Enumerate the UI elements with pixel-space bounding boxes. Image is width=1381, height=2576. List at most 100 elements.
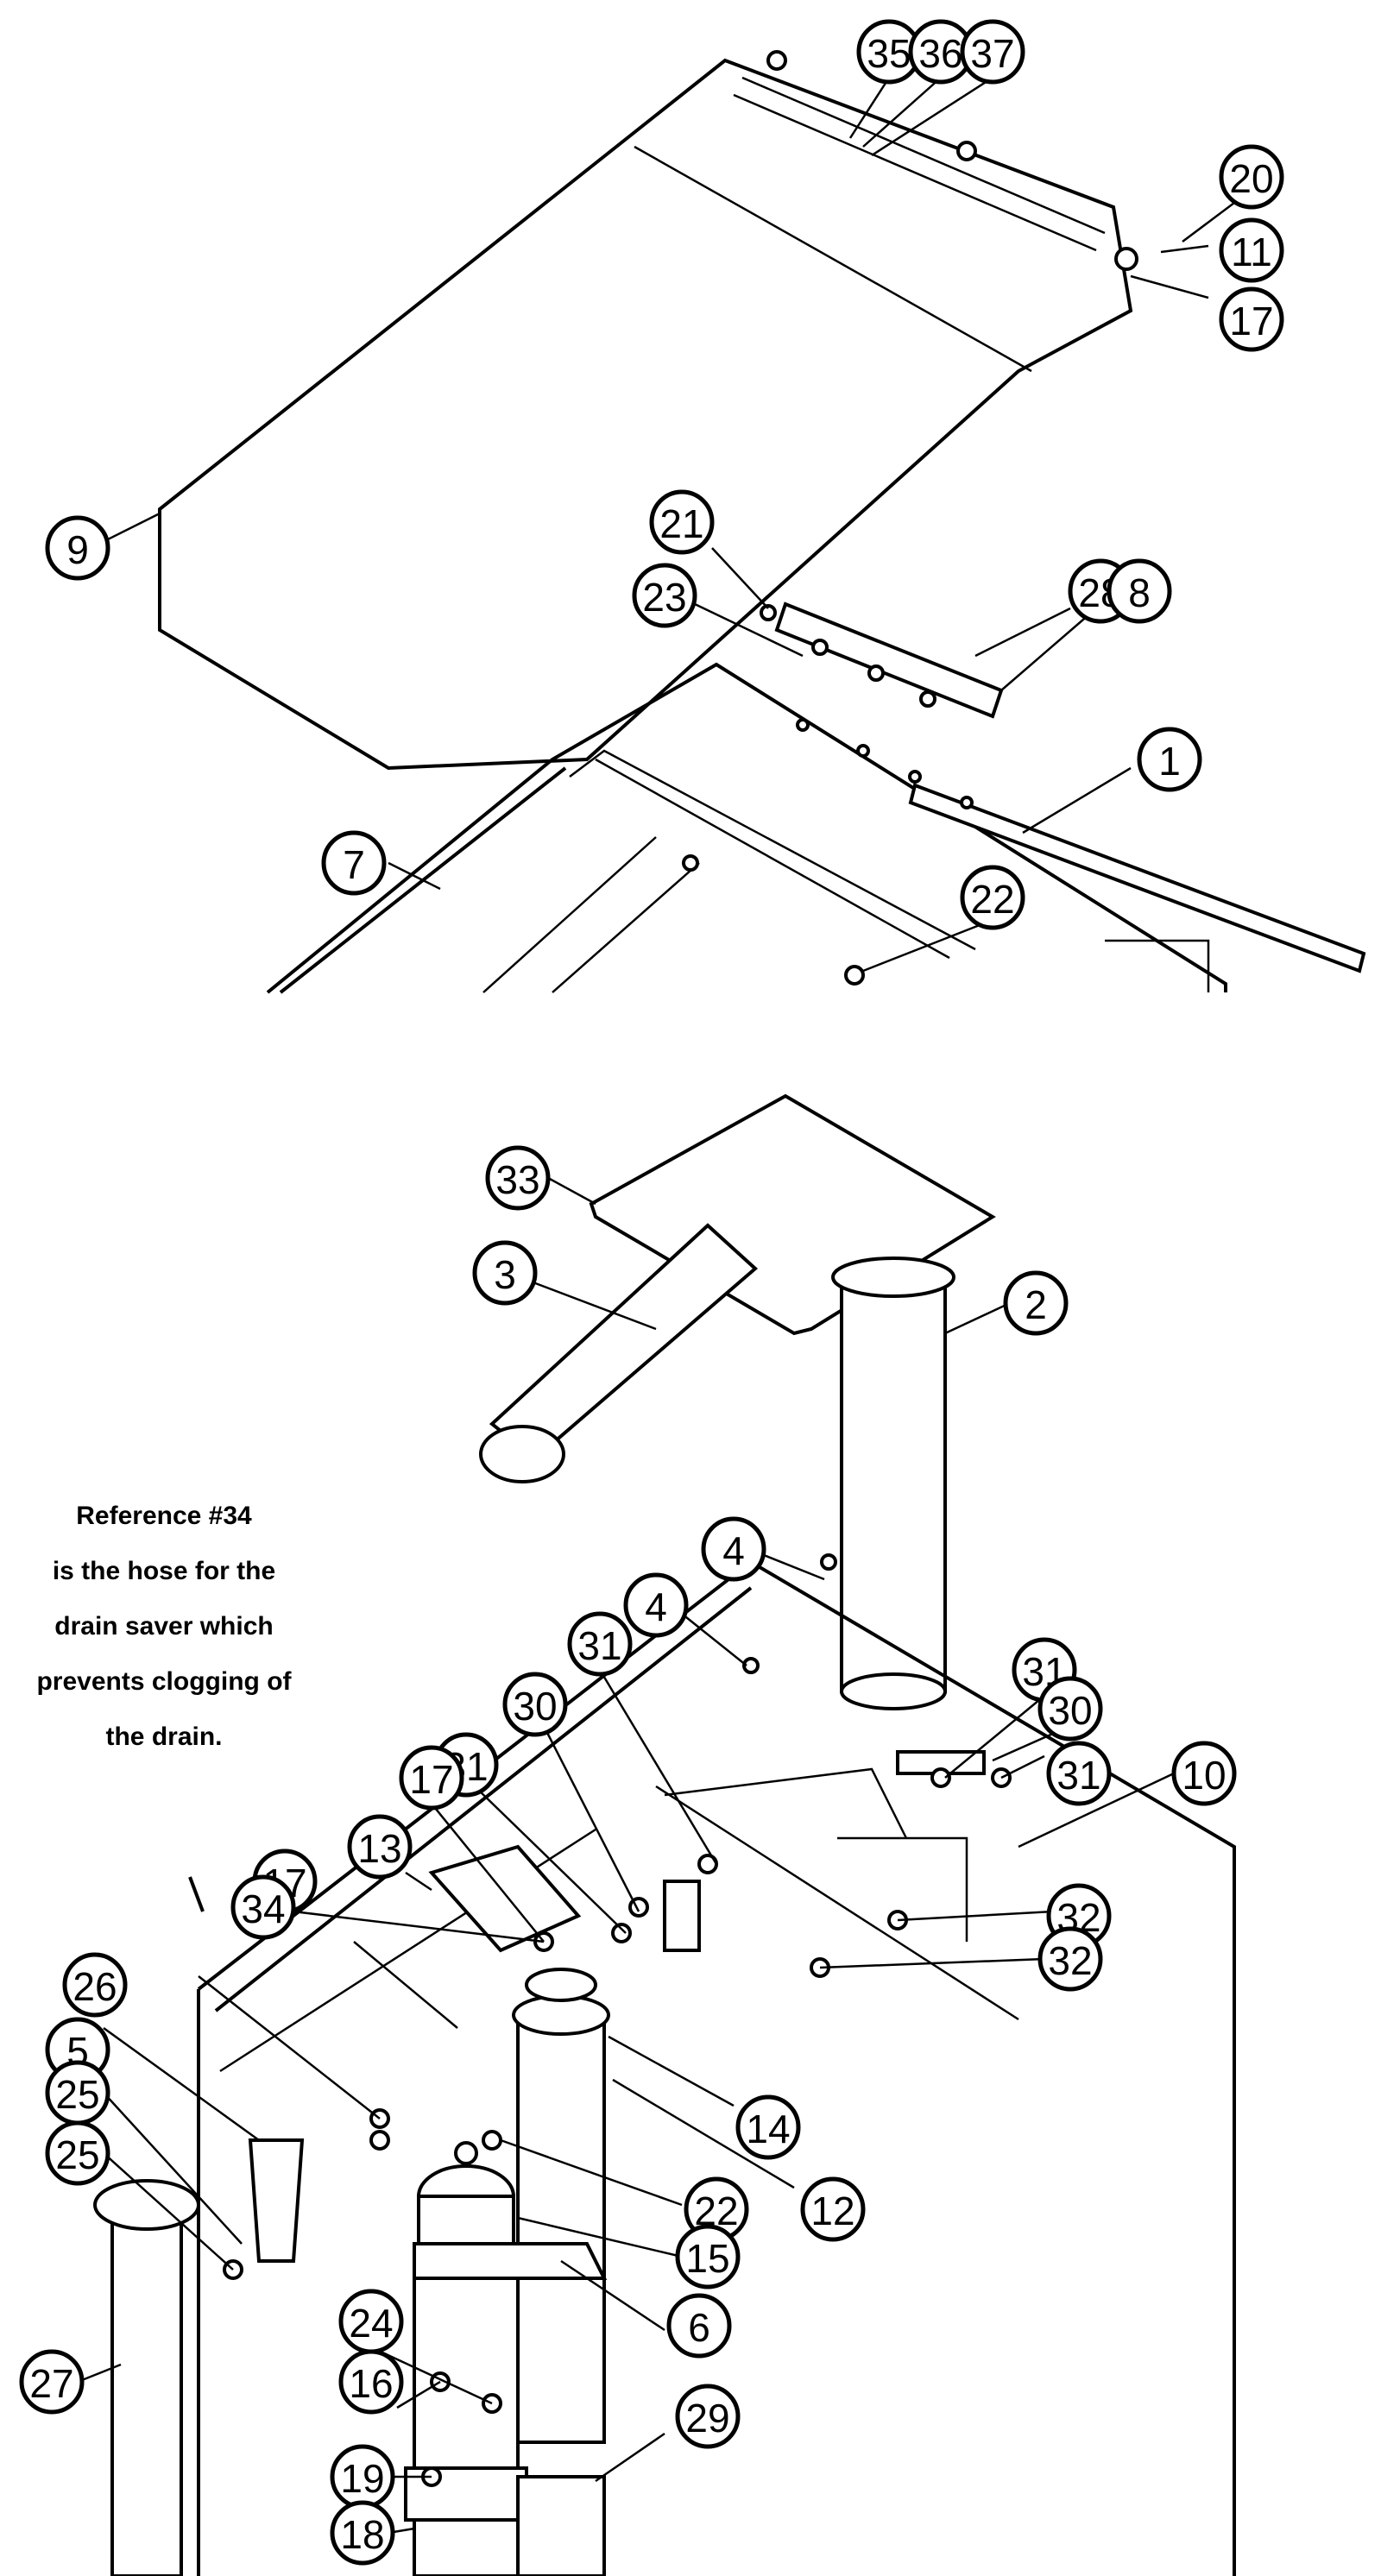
callout-22: 22 bbox=[960, 865, 1025, 930]
callout-37: 37 bbox=[960, 19, 1025, 85]
callout-number: 1 bbox=[1158, 739, 1181, 784]
callout-circle bbox=[623, 1572, 689, 1638]
callout-circle bbox=[1219, 144, 1284, 210]
callout-circle bbox=[666, 2293, 732, 2359]
callout-number: 24 bbox=[349, 2301, 393, 2346]
callout-circle bbox=[230, 1874, 296, 1940]
callout-number: 29 bbox=[685, 2396, 729, 2441]
callout-16: 16 bbox=[338, 2349, 404, 2415]
reference-note-line: Reference #34 bbox=[76, 1502, 252, 1530]
callout-number: 33 bbox=[495, 1157, 539, 1202]
callout-number: 2 bbox=[1025, 1282, 1047, 1327]
callout-25: 25 bbox=[45, 2120, 110, 2186]
callout-36: 36 bbox=[908, 19, 974, 85]
callout-14: 14 bbox=[735, 2094, 801, 2160]
reference-note: Reference #34 is the hose for the drain … bbox=[9, 1489, 319, 1765]
callout-6: 6 bbox=[666, 2293, 732, 2359]
lower-assembly-drawing bbox=[77, 1093, 1236, 2576]
callout-number: 26 bbox=[73, 1964, 117, 2009]
callout-circle bbox=[45, 515, 110, 581]
callout-number: 35 bbox=[867, 31, 911, 76]
callout-circle bbox=[321, 830, 387, 896]
callout-circle bbox=[399, 1745, 464, 1811]
callout-number: 20 bbox=[1229, 156, 1273, 201]
reference-note-line: is the hose for the bbox=[52, 1557, 276, 1585]
callout-number: 11 bbox=[1231, 230, 1272, 274]
callout-number: 17 bbox=[1229, 299, 1273, 343]
callout-number: 34 bbox=[241, 1886, 285, 1931]
callout-30: 30 bbox=[502, 1672, 568, 1737]
callout-circle bbox=[1037, 1676, 1103, 1741]
upper-assembly-drawing bbox=[107, 50, 1366, 994]
callout-circle bbox=[45, 2120, 110, 2186]
callout-number: 12 bbox=[810, 2189, 854, 2233]
callout-31: 31 bbox=[567, 1611, 633, 1677]
callout-circle bbox=[1171, 1741, 1237, 1806]
callout-circle bbox=[701, 1516, 766, 1582]
reference-note-line: drain saver which bbox=[54, 1612, 274, 1641]
callout-circle bbox=[675, 2224, 741, 2289]
callout-circle bbox=[1037, 1926, 1103, 1992]
callout-19: 19 bbox=[330, 2444, 395, 2510]
callout-10: 10 bbox=[1171, 1741, 1237, 1806]
callout-circle bbox=[347, 1814, 413, 1880]
callout-number: 19 bbox=[340, 2456, 384, 2501]
callout-4: 4 bbox=[701, 1516, 766, 1582]
callout-number: 37 bbox=[970, 31, 1014, 76]
callout-circle bbox=[1219, 217, 1284, 283]
callout-9: 9 bbox=[45, 515, 110, 581]
callout-25: 25 bbox=[45, 2060, 110, 2126]
callout-21: 21 bbox=[649, 489, 715, 555]
callout-17: 17 bbox=[1219, 287, 1284, 352]
callout-7: 7 bbox=[321, 830, 387, 896]
callout-34: 34 bbox=[230, 1874, 296, 1940]
callout-number: 31 bbox=[1056, 1753, 1100, 1798]
callout-11: 11 bbox=[1219, 217, 1284, 283]
callout-33: 33 bbox=[485, 1145, 551, 1211]
callout-13: 13 bbox=[347, 1814, 413, 1880]
callout-circle bbox=[1219, 287, 1284, 352]
callout-number: 25 bbox=[55, 2132, 99, 2177]
callout-17: 17 bbox=[399, 1745, 464, 1811]
callout-18: 18 bbox=[330, 2500, 395, 2566]
callout-12: 12 bbox=[800, 2176, 866, 2242]
callout-circle bbox=[800, 2176, 866, 2242]
callout-circle bbox=[567, 1611, 633, 1677]
callout-24: 24 bbox=[338, 2289, 404, 2354]
callout-circle bbox=[502, 1672, 568, 1737]
callout-31: 31 bbox=[1046, 1741, 1112, 1806]
reference-note-line: the drain. bbox=[105, 1723, 223, 1751]
lower-leader-lines bbox=[77, 1176, 1175, 2535]
callout-circle bbox=[632, 563, 697, 628]
callout-number: 14 bbox=[746, 2107, 790, 2151]
callout-27: 27 bbox=[19, 2349, 85, 2415]
callout-number: 16 bbox=[349, 2361, 393, 2406]
callout-number: 13 bbox=[357, 1826, 401, 1871]
callout-circle bbox=[485, 1145, 551, 1211]
upper-leader-lines bbox=[107, 76, 1235, 973]
upper-fasteners bbox=[682, 50, 1138, 986]
callout-20: 20 bbox=[1219, 144, 1284, 210]
callout-circle bbox=[1046, 1741, 1112, 1806]
callout-3: 3 bbox=[472, 1240, 538, 1306]
callout-circle bbox=[62, 1952, 128, 2018]
callout-number: 18 bbox=[340, 2512, 384, 2557]
callout-number: 9 bbox=[66, 527, 89, 572]
callout-4: 4 bbox=[623, 1572, 689, 1638]
callout-number: 36 bbox=[918, 31, 962, 76]
callout-29: 29 bbox=[675, 2384, 741, 2449]
callout-number: 25 bbox=[55, 2072, 99, 2117]
callout-circle bbox=[960, 865, 1025, 930]
callout-circle bbox=[675, 2384, 741, 2449]
callout-26: 26 bbox=[62, 1952, 128, 2018]
callout-number: 31 bbox=[577, 1623, 621, 1668]
callout-32: 32 bbox=[1037, 1926, 1103, 1992]
callout-circle bbox=[735, 2094, 801, 2160]
callout-circle bbox=[19, 2349, 85, 2415]
callout-circle bbox=[960, 19, 1025, 85]
callout-circle bbox=[1137, 727, 1202, 792]
callout-number: 30 bbox=[1048, 1688, 1092, 1733]
